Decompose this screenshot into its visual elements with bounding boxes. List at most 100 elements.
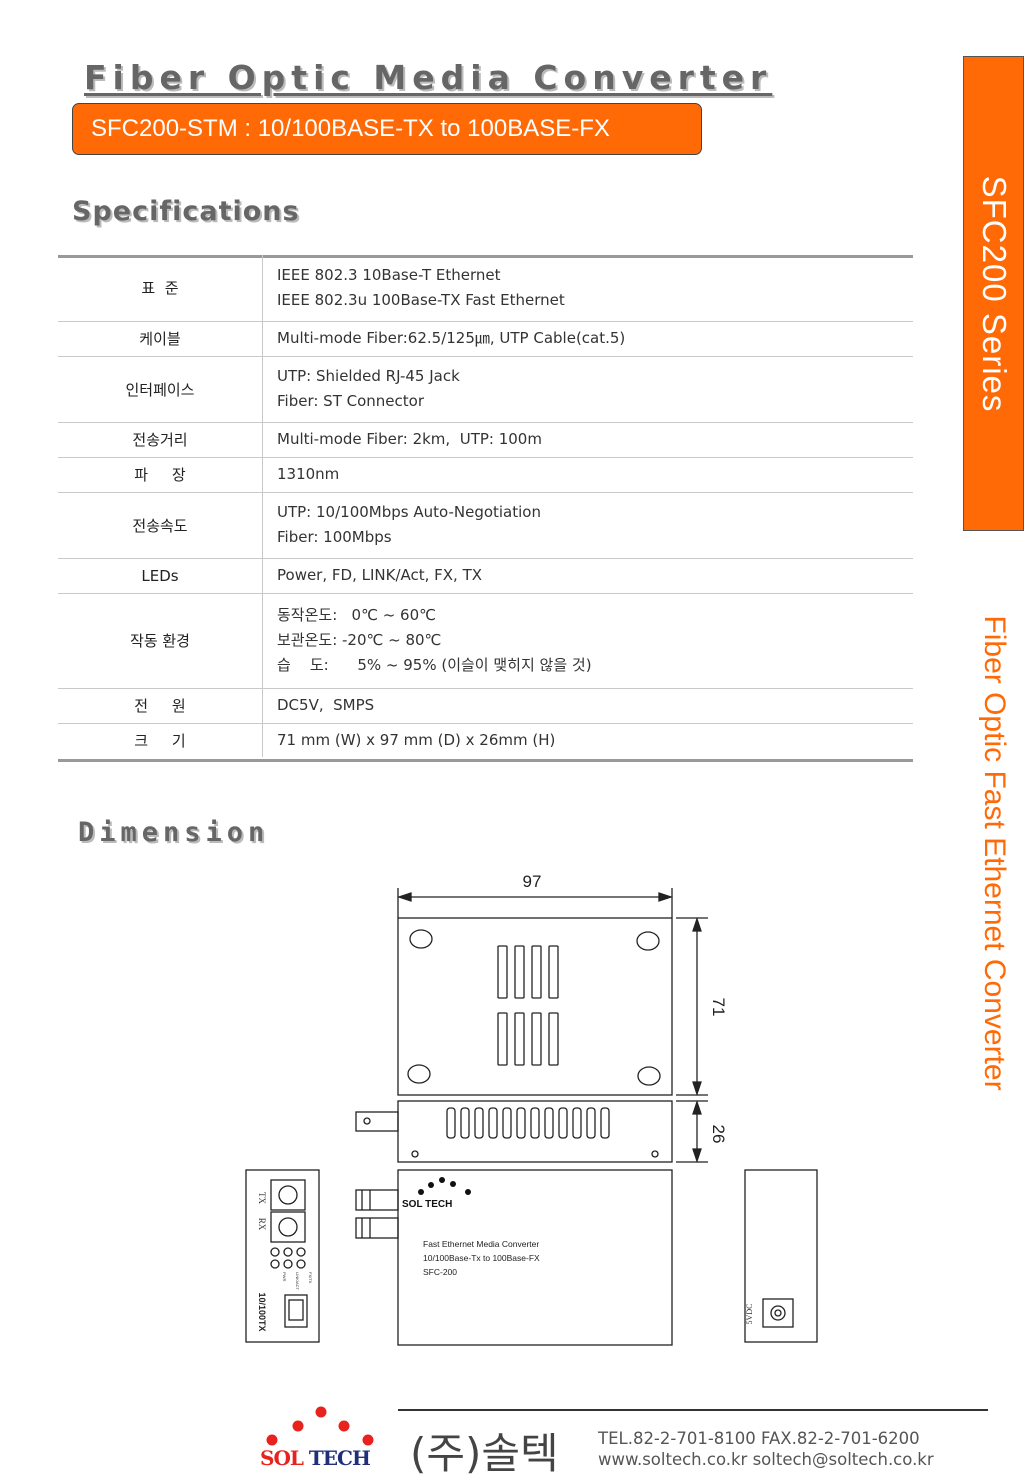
screw-hole-icon — [407, 1064, 431, 1084]
front-view-body — [397, 1169, 673, 1346]
spec-value: Multi-mode Fiber: 2km, UTP: 100m — [263, 422, 914, 457]
power-jack-frame — [762, 1298, 794, 1328]
soltech-logo: SOL TECH — [260, 1446, 371, 1470]
st-connector-stub — [355, 1111, 399, 1132]
side-product-label: Fiber Optic Fast Ethernet Converter — [977, 614, 1011, 1091]
arrow-icon — [692, 1099, 702, 1115]
table-bottom-rule — [58, 759, 913, 762]
width-label: 97 — [523, 872, 542, 891]
contact-web-email: www.soltech.co.kr soltech@soltech.co.kr — [598, 1450, 934, 1469]
power-label: 5VDC — [745, 1304, 754, 1325]
spec-value: 71 mm (W) x 97 mm (D) x 26mm (H) — [263, 723, 914, 757]
table-row: 케이블 Multi-mode Fiber:62.5/125㎛, UTP Cable… — [58, 321, 913, 356]
arrow-icon — [692, 1148, 702, 1164]
spec-value: Multi-mode Fiber:62.5/125㎛, UTP Cable(ca… — [263, 321, 914, 356]
led-label-link: LINK/ACT — [295, 1272, 300, 1291]
page-title: Fiber Optic Media Converter — [84, 58, 773, 97]
st-connector-rx — [355, 1217, 399, 1239]
spec-value-line: Fiber: 100Mbps — [277, 528, 392, 546]
arrow-icon — [658, 892, 674, 902]
spec-value-line: UTP: 10/100Mbps Auto-Negotiation — [277, 503, 541, 521]
spec-label: 인터페이스 — [58, 356, 263, 422]
table-row: 전송거리 Multi-mode Fiber: 2km, UTP: 100m — [58, 422, 913, 457]
rj45-jack-icon — [284, 1294, 308, 1328]
company-name: (주)솔텍 — [410, 1429, 559, 1478]
table-row: 크 기 71 mm (W) x 97 mm (D) x 26mm (H) — [58, 723, 913, 757]
spec-value-line: IEEE 802.3u 100Base-TX Fast Ethernet — [277, 290, 565, 309]
brand-dots-icon — [418, 1177, 471, 1195]
arrow-icon — [692, 1081, 702, 1097]
spec-value-line: 71 mm (W) x 97 mm (D) x 26mm (H) — [277, 730, 556, 749]
series-tab-label-wrap: SFC200 Series — [963, 56, 1024, 531]
vent-slots — [497, 945, 559, 1066]
spec-label: 전송거리 — [58, 422, 263, 457]
screw-hole-icon — [411, 1150, 419, 1158]
spec-value: Power, FD, LINK/Act, FX, TX — [263, 558, 914, 593]
spec-value-line: IEEE 802.3 10Base-T Ethernet — [277, 265, 501, 284]
series-tab-label: SFC200 Series — [975, 175, 1013, 412]
table-row: 전 원 DC5V, SMPS — [58, 688, 913, 723]
spec-value: DC5V, SMPS — [263, 688, 914, 723]
spec-value-line: Multi-mode Fiber: 2km, UTP: 100m — [277, 430, 542, 448]
top-view-body — [397, 917, 673, 1096]
spec-label: 전 원 — [58, 688, 263, 723]
arrow-icon — [396, 892, 412, 902]
table-row: LEDs Power, FD, LINK/Act, FX, TX — [58, 558, 913, 593]
st-connector-tx — [355, 1189, 399, 1211]
product-line-2: 10/100Base-Tx to 100Base-FX — [423, 1253, 540, 1263]
logo-text-tech: TECH — [308, 1446, 371, 1470]
brand-label: SOL TECH — [402, 1199, 452, 1210]
front-panel — [245, 1169, 320, 1343]
contact-phone-fax: TEL.82-2-701-8100 FAX.82-2-701-6200 — [598, 1429, 920, 1448]
spec-value-line: UTP: Shielded RJ-45 Jack — [277, 367, 460, 385]
spec-label: 케이블 — [58, 321, 263, 356]
led-label-pwr: PWR — [282, 1272, 287, 1281]
logo-text-sol: SOL — [260, 1446, 304, 1470]
screw-hole-icon — [409, 929, 433, 949]
product-line-3: SFC-200 — [423, 1267, 457, 1277]
spec-value-line: 1310nm — [277, 465, 340, 483]
spec-label: LEDs — [58, 558, 263, 593]
spec-value-line: Multi-mode Fiber:62.5/125㎛, UTP Cable(ca… — [277, 329, 626, 347]
screw-hole-icon — [651, 1150, 659, 1158]
rj45-jack-inner — [288, 1299, 304, 1321]
port-label: 10/100TX — [257, 1292, 267, 1331]
led-label-fxtx: FX/TX — [308, 1272, 313, 1284]
power-jack-pin — [774, 1309, 782, 1317]
rear-panel — [744, 1169, 818, 1343]
spec-label: 크 기 — [58, 723, 263, 757]
series-tab — [963, 56, 1024, 531]
product-line-1: Fast Ethernet Media Converter — [423, 1239, 539, 1249]
side-product-label-wrap: Fiber Optic Fast Ethernet Converter — [963, 560, 1024, 1145]
height-label: 26 — [709, 1125, 728, 1144]
screw-hole-icon — [363, 1117, 371, 1125]
footer-rule — [398, 1409, 988, 1411]
spec-value: 1310nm — [263, 457, 914, 492]
side-view-body — [397, 1100, 673, 1163]
tx-port-frame — [270, 1179, 306, 1211]
contact-info: TEL.82-2-701-8100 FAX.82-2-701-6200 www.… — [598, 1428, 934, 1470]
rx-port-icon — [278, 1217, 298, 1237]
model-banner: SFC200-STM : 10/100BASE-TX to 100BASE-FX — [72, 103, 702, 155]
led-group — [270, 1247, 306, 1269]
tx-port-icon — [278, 1185, 298, 1205]
screw-hole-icon — [637, 1066, 661, 1086]
spec-value-line: Fiber: ST Connector — [277, 392, 424, 410]
spec-value-line: 보관온도: -20℃ ~ 80℃ — [277, 631, 442, 649]
spec-value-line: Power, FD, LINK/Act, FX, TX — [277, 566, 483, 584]
screw-hole-icon — [636, 931, 660, 951]
rx-label: RX — [257, 1218, 267, 1231]
rx-port-frame — [270, 1211, 306, 1243]
tx-label: TX — [257, 1192, 267, 1204]
depth-label: 71 — [709, 998, 728, 1017]
spec-value-line: 습 도: 5% ~ 95% (이슬이 맺히지 않을 것) — [277, 656, 592, 674]
spec-value-line: DC5V, SMPS — [277, 696, 375, 714]
